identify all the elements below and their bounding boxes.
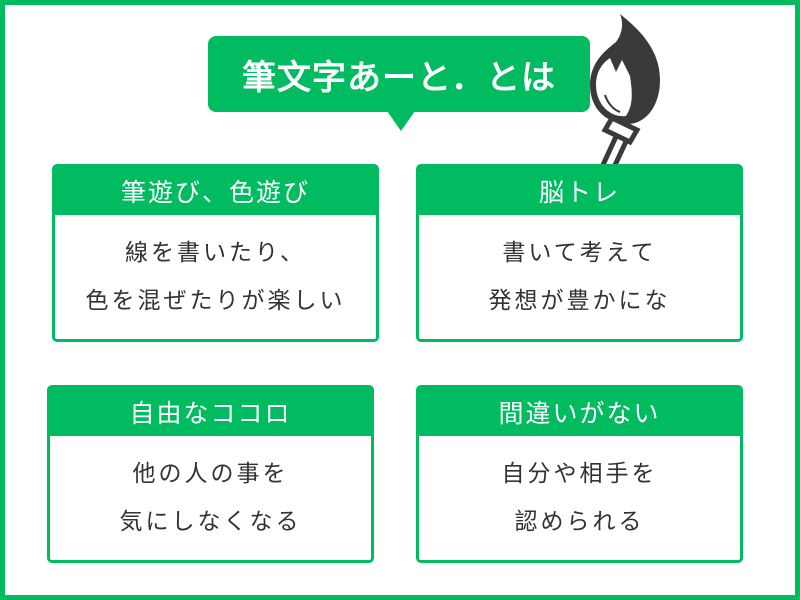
- card-text-line: 自分や相手を: [501, 461, 658, 487]
- card-text-line: 他の人の事を: [132, 461, 289, 487]
- card-heading: 間違いがない: [419, 388, 740, 436]
- card-text-line: 線を書いたり、: [124, 240, 307, 266]
- card-no-mistakes: 間違いがない 自分や相手を 認められる: [416, 385, 743, 563]
- card-heading: 自由なココロ: [50, 388, 371, 436]
- card-text-line: 書いて考えて: [502, 240, 657, 266]
- title-pointer: [387, 111, 415, 131]
- card-free-mind: 自由なココロ 他の人の事を 気にしなくなる: [47, 385, 374, 563]
- card-brush-color-play: 筆遊び、色遊び 線を書いたり、 色を混ぜたりが楽しい: [52, 164, 379, 342]
- card-text-line: 気にしなくなる: [119, 509, 302, 535]
- paintbrush-icon: [590, 14, 660, 180]
- card-heading: 脳トレ: [419, 167, 740, 215]
- card-brain-training: 脳トレ 書いて考えて 発想が豊かにな: [416, 164, 743, 342]
- card-heading: 筆遊び、色遊び: [55, 167, 376, 215]
- card-text-line: 認められる: [514, 509, 645, 535]
- card-text-line: 発想が豊かにな: [488, 288, 671, 314]
- page-title: 筆文字あーと．とは: [208, 36, 590, 112]
- card-text-line: 色を混ぜたりが楽しい: [85, 288, 346, 314]
